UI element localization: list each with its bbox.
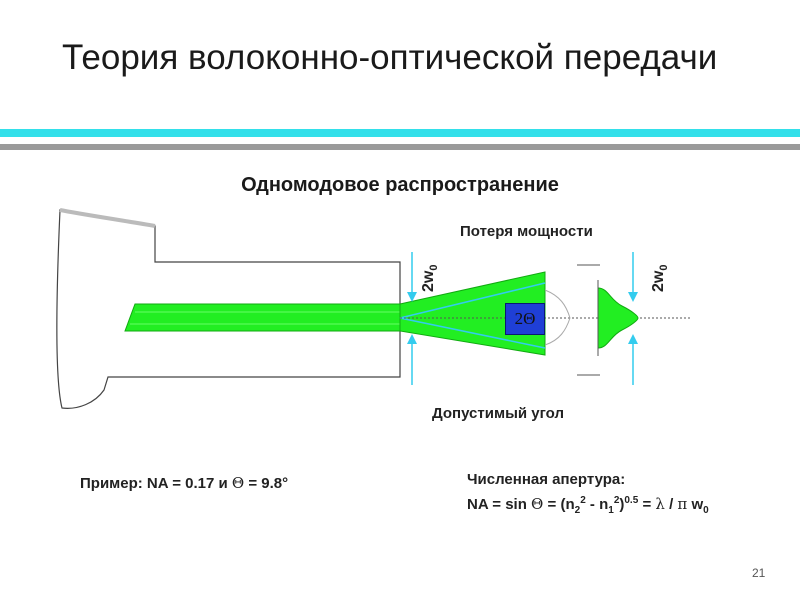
arrowhead (407, 292, 417, 302)
numerical-aperture-formula: NA = sin Θ = (n22 - n12)0.5 = λ / π w0 (467, 495, 709, 516)
power-loss-label: Потеря мощности (460, 223, 593, 240)
angle-arc-upper (544, 289, 571, 319)
theta-angle-box: 2Θ (505, 303, 545, 335)
arrowhead (407, 334, 417, 344)
page-number: 21 (752, 566, 766, 580)
beam-core (124, 303, 401, 332)
cone-line-lower (399, 317, 546, 349)
cone-line-upper (399, 282, 546, 319)
fiber-outline-shade (59, 208, 156, 228)
example-text: Пример: NA = 0.17 и Θ = 9.8° (80, 474, 289, 492)
slide-subtitle: Одномодовое распространение (241, 174, 559, 196)
gaussian-profile (597, 287, 639, 349)
angle-arc-lower (544, 317, 571, 346)
beam-width-label-right: 2w0 (650, 264, 671, 292)
cyan-divider (0, 129, 800, 137)
slide-title: Теория волоконно-оптической передачи (62, 38, 718, 77)
arrowhead (628, 334, 638, 344)
numerical-aperture-heading: Численная апертура: (467, 471, 626, 488)
arrowhead (628, 292, 638, 302)
gray-divider (0, 144, 800, 150)
beam-width-label-left: 2w0 (420, 264, 441, 292)
acceptance-angle-label: Допустимый угол (432, 405, 564, 422)
